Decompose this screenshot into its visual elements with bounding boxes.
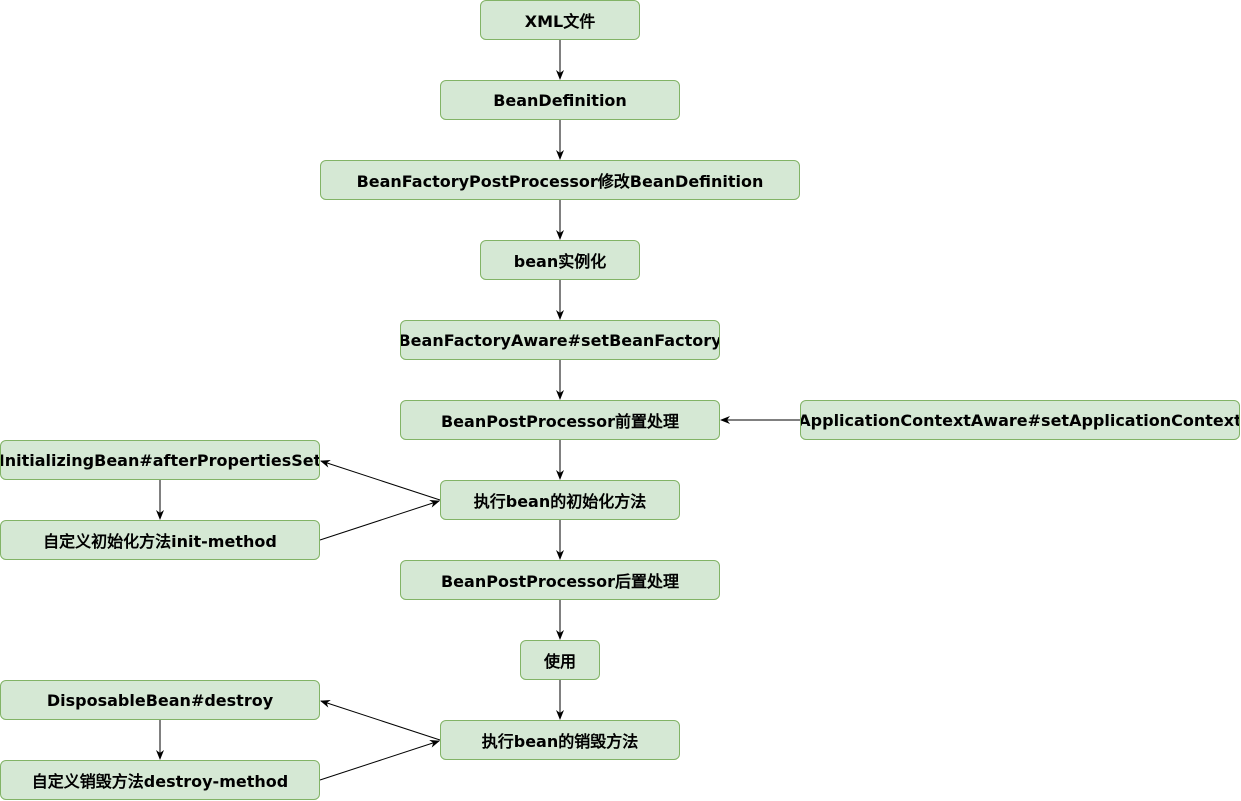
- node-bean-factory-post-processor: BeanFactoryPostProcessor修改BeanDefinition: [320, 160, 800, 200]
- node-bean-init-method: 执行bean的初始化方法: [440, 480, 680, 520]
- node-xml-file: XML文件: [480, 0, 640, 40]
- node-bean-factory-aware: BeanFactoryAware#setBeanFactory: [400, 320, 720, 360]
- node-bean-post-processor-after: BeanPostProcessor后置处理: [400, 560, 720, 600]
- edge-custom_init-to-init: [319, 500, 440, 541]
- node-custom-destroy-method: 自定义销毁方法destroy-method: [0, 760, 320, 800]
- node-custom-init-method: 自定义初始化方法init-method: [0, 520, 320, 560]
- node-bean-destroy-method: 执行bean的销毁方法: [440, 720, 680, 760]
- node-disposable-bean: DisposableBean#destroy: [0, 680, 320, 720]
- edge-destroy-to-db: [320, 700, 441, 741]
- node-application-context-aware: ApplicationContextAware#setApplicationCo…: [800, 400, 1240, 440]
- node-bean-instantiation: bean实例化: [480, 240, 640, 280]
- node-bean-post-processor-before: BeanPostProcessor前置处理: [400, 400, 720, 440]
- node-use: 使用: [520, 640, 600, 680]
- node-bean-definition: BeanDefinition: [440, 80, 680, 120]
- edge-custom_destroy-to-destroy: [319, 740, 440, 781]
- node-initializing-bean: InitializingBean#afterPropertiesSet: [0, 440, 320, 480]
- edge-init-to-ib: [320, 460, 441, 501]
